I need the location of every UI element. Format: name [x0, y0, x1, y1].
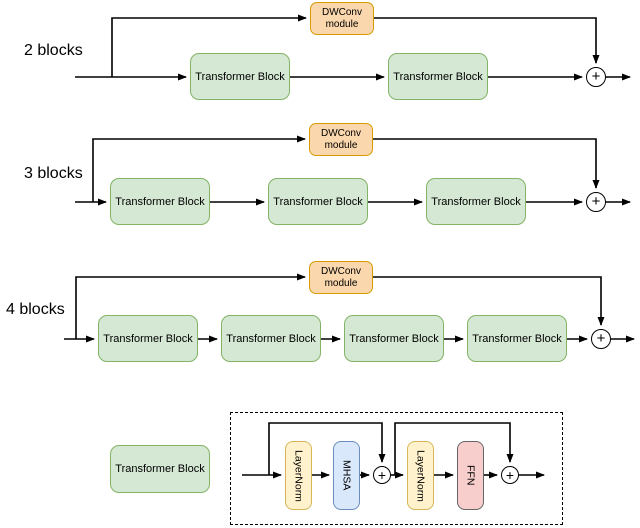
transformer-block: Transformer Block: [426, 178, 526, 225]
transformer-block: Transformer Block: [221, 315, 321, 362]
dwconv-module-box: DWConv module: [309, 123, 373, 156]
sum-node: +: [586, 67, 606, 87]
sum-node: +: [586, 192, 606, 212]
transformer-block: Transformer Block: [388, 53, 488, 100]
ffn-box: FFN: [457, 441, 484, 510]
transformer-block: Transformer Block: [110, 178, 210, 225]
legend-transformer-block: Transformer Block: [110, 445, 210, 493]
sum-node: +: [591, 329, 611, 349]
dwconv-module-box: DWConv module: [309, 261, 373, 294]
row-label-3-blocks: 3 blocks: [24, 165, 83, 182]
layernorm-box: LayerNorm: [285, 441, 312, 510]
transformer-block: Transformer Block: [268, 178, 368, 225]
transformer-block: Transformer Block: [190, 53, 290, 100]
layernorm-box: LayerNorm: [407, 441, 434, 510]
sum-node: +: [501, 466, 519, 484]
transformer-block: Transformer Block: [467, 315, 567, 362]
sum-node: +: [373, 466, 391, 484]
row-label-2-blocks: 2 blocks: [24, 42, 83, 59]
dwconv-module-box: DWConv module: [310, 2, 374, 35]
legend-dashed-box: [230, 412, 563, 525]
transformer-block: Transformer Block: [98, 315, 198, 362]
transformer-block: Transformer Block: [344, 315, 444, 362]
mhsa-box: MHSA: [333, 441, 360, 510]
row-label-4-blocks: 4 blocks: [6, 301, 65, 318]
